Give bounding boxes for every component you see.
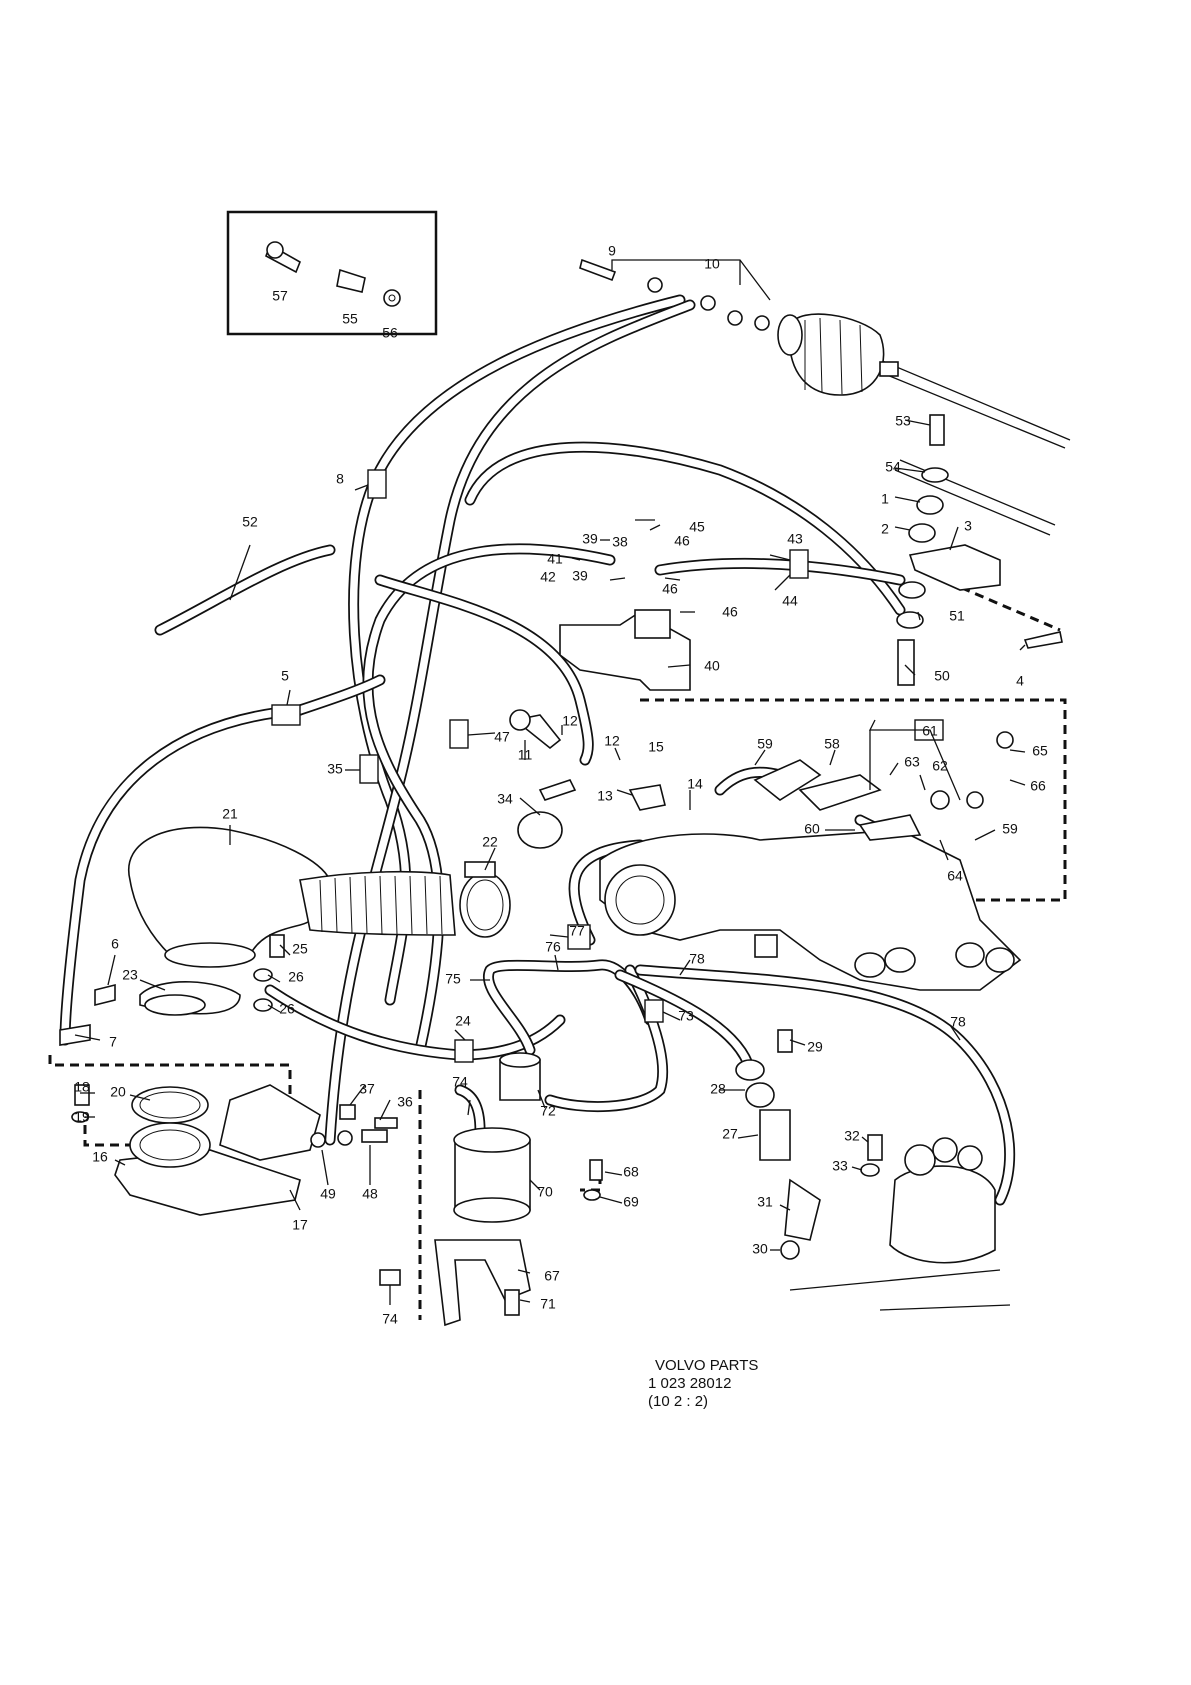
callout-39-a: 39 — [582, 531, 598, 547]
callout-74-b: 74 — [382, 1311, 398, 1327]
callout-59-b: 59 — [1002, 821, 1018, 837]
callout-76: 76 — [545, 939, 561, 955]
callout-15: 15 — [648, 739, 664, 755]
callout-46-a: 46 — [674, 533, 690, 549]
inset-box — [226, 210, 438, 336]
callout-32: 32 — [844, 1128, 860, 1144]
callout-64: 64 — [947, 868, 963, 884]
callout-9: 9 — [608, 243, 616, 259]
callout-68: 68 — [623, 1164, 639, 1180]
callout-28: 28 — [710, 1081, 726, 1097]
callout-51: 51 — [949, 608, 965, 624]
callout-26-a: 26 — [288, 969, 304, 985]
callout-58: 58 — [824, 736, 840, 752]
callout-11: 11 — [518, 747, 533, 763]
callout-25: 25 — [292, 941, 308, 957]
callout-19: 19 — [74, 1109, 90, 1125]
callout-21: 21 — [222, 806, 238, 822]
callout-57: 57 — [272, 288, 288, 304]
callout-35: 35 — [327, 761, 343, 777]
callout-48: 48 — [362, 1186, 378, 1202]
callout-33: 33 — [832, 1158, 848, 1174]
callout-39-b: 39 — [572, 568, 588, 584]
callout-29: 29 — [807, 1039, 823, 1055]
callout-27: 27 — [722, 1126, 738, 1142]
callout-44: 44 — [782, 593, 798, 609]
callout-78-a: 78 — [689, 951, 705, 967]
callout-13: 13 — [597, 788, 613, 804]
callout-75: 75 — [445, 971, 461, 987]
callout-12-b: 12 — [604, 733, 620, 749]
callout-63: 63 — [904, 754, 920, 770]
callout-24: 24 — [455, 1013, 471, 1029]
callout-4: 4 — [1016, 673, 1024, 689]
callout-5: 5 — [281, 668, 289, 684]
hoses — [59, 294, 1071, 1206]
callout-37: 37 — [359, 1081, 375, 1097]
callout-73: 73 — [678, 1008, 694, 1024]
callout-labels: 9 10 57 55 56 8 52 38 39 39 41 42 45 46 … — [74, 243, 1048, 1327]
callout-22: 22 — [482, 834, 498, 850]
callout-6: 6 — [111, 936, 119, 952]
callout-46-c: 46 — [722, 604, 738, 620]
footer-part-number: VOLVO PARTS 1 023 28012 (10 2 : 2) — [648, 1357, 758, 1410]
callout-67: 67 — [544, 1268, 560, 1284]
callout-70: 70 — [537, 1184, 553, 1200]
callout-66: 66 — [1030, 778, 1046, 794]
callout-59-a: 59 — [757, 736, 773, 752]
callout-8: 8 — [336, 471, 344, 487]
footer-line-2: 1 023 28012 — [648, 1375, 731, 1392]
callout-1: 1 — [881, 491, 889, 507]
callout-43: 43 — [787, 531, 803, 547]
leader-lines — [74, 259, 1026, 1305]
callout-10: 10 — [704, 256, 720, 272]
callout-72: 72 — [540, 1103, 556, 1119]
callout-56: 56 — [382, 325, 398, 341]
parts — [59, 258, 1063, 1327]
callout-60: 60 — [804, 821, 820, 837]
callout-45: 45 — [689, 519, 705, 535]
callout-20: 20 — [110, 1084, 126, 1100]
callout-42: 42 — [540, 569, 556, 585]
callout-2: 2 — [881, 521, 889, 537]
callout-41: 41 — [547, 551, 563, 567]
callout-50: 50 — [934, 668, 950, 684]
callout-40: 40 — [704, 658, 720, 674]
callout-61: 61 — [922, 723, 938, 739]
callout-49: 49 — [320, 1186, 336, 1202]
callout-16: 16 — [92, 1149, 108, 1165]
callout-36: 36 — [397, 1094, 413, 1110]
callout-30: 30 — [752, 1241, 768, 1257]
boxed-callouts — [271, 469, 944, 1063]
callout-78-b: 78 — [950, 1014, 966, 1030]
callout-31: 31 — [757, 1194, 773, 1210]
callout-23: 23 — [122, 967, 138, 983]
footer-line-3: (10 2 : 2) — [648, 1393, 708, 1410]
callout-12-a: 12 — [562, 713, 578, 729]
callout-14: 14 — [687, 776, 703, 792]
callout-47: 47 — [494, 729, 510, 745]
callout-52: 52 — [242, 514, 258, 530]
callout-53: 53 — [895, 413, 911, 429]
callout-3: 3 — [964, 518, 972, 534]
callout-34: 34 — [497, 791, 513, 807]
callout-71: 71 — [540, 1296, 556, 1312]
callout-62: 62 — [932, 758, 948, 774]
callout-17: 17 — [292, 1217, 308, 1233]
callout-7: 7 — [109, 1034, 117, 1050]
callout-74-a: 74 — [452, 1074, 468, 1090]
callout-69: 69 — [623, 1194, 639, 1210]
callout-26-b: 26 — [279, 1001, 295, 1017]
callout-54: 54 — [885, 459, 901, 475]
callout-55: 55 — [342, 311, 358, 327]
callout-65: 65 — [1032, 743, 1048, 759]
callout-77: 77 — [569, 923, 585, 939]
footer-line-1: VOLVO PARTS — [655, 1357, 758, 1374]
callout-38: 38 — [612, 534, 628, 550]
callout-18: 18 — [74, 1079, 90, 1095]
callout-46-b: 46 — [662, 581, 678, 597]
